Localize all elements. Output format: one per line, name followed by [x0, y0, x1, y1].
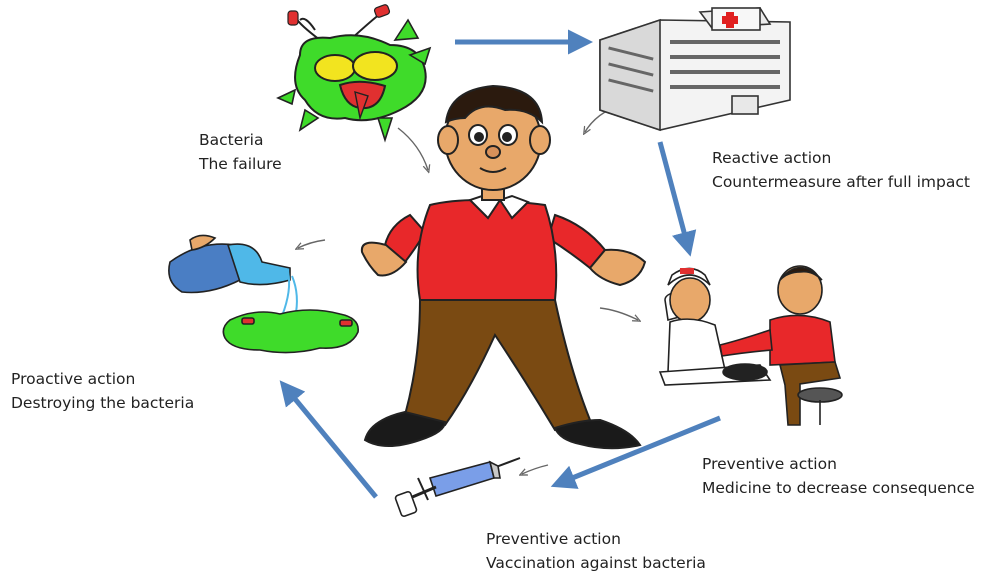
nurse-patient-icon: [660, 266, 842, 425]
label-proactive-line1: Proactive action: [11, 367, 194, 391]
label-medicine-line1: Preventive action: [702, 452, 975, 476]
label-vaccine: Preventive action Vaccination against ba…: [486, 527, 706, 575]
label-reactive-line2: Countermeasure after full impact: [712, 170, 970, 194]
small-arrow-bacteria: [398, 128, 428, 170]
arrow-vaccine-to-proactive: [286, 388, 376, 497]
small-arrow-proactive: [298, 240, 325, 248]
label-medicine: Preventive action Medicine to decrease c…: [702, 452, 975, 500]
label-vaccine-line1: Preventive action: [486, 527, 706, 551]
pour-liquid-icon: [169, 235, 358, 352]
small-arrow-vaccine: [522, 465, 548, 474]
label-proactive-line2: Destroying the bacteria: [11, 391, 194, 415]
label-vaccine-line2: Vaccination against bacteria: [486, 551, 706, 575]
syringe-icon: [395, 458, 520, 517]
small-arrow-medicine: [600, 308, 638, 320]
hospital-icon: [600, 8, 790, 130]
label-reactive: Reactive action Countermeasure after ful…: [712, 146, 970, 194]
label-bacteria: Bacteria The failure: [199, 128, 282, 176]
label-reactive-line1: Reactive action: [712, 146, 970, 170]
label-medicine-line2: Medicine to decrease consequence: [702, 476, 975, 500]
label-bacteria-line2: The failure: [199, 152, 282, 176]
label-bacteria-line1: Bacteria: [199, 128, 282, 152]
label-proactive: Proactive action Destroying the bacteria: [11, 367, 194, 415]
small-arrow-hospital: [585, 112, 605, 132]
boy-icon: [362, 86, 645, 448]
bacteria-icon: [278, 4, 430, 140]
arrow-hospital-to-medicine: [660, 142, 688, 247]
